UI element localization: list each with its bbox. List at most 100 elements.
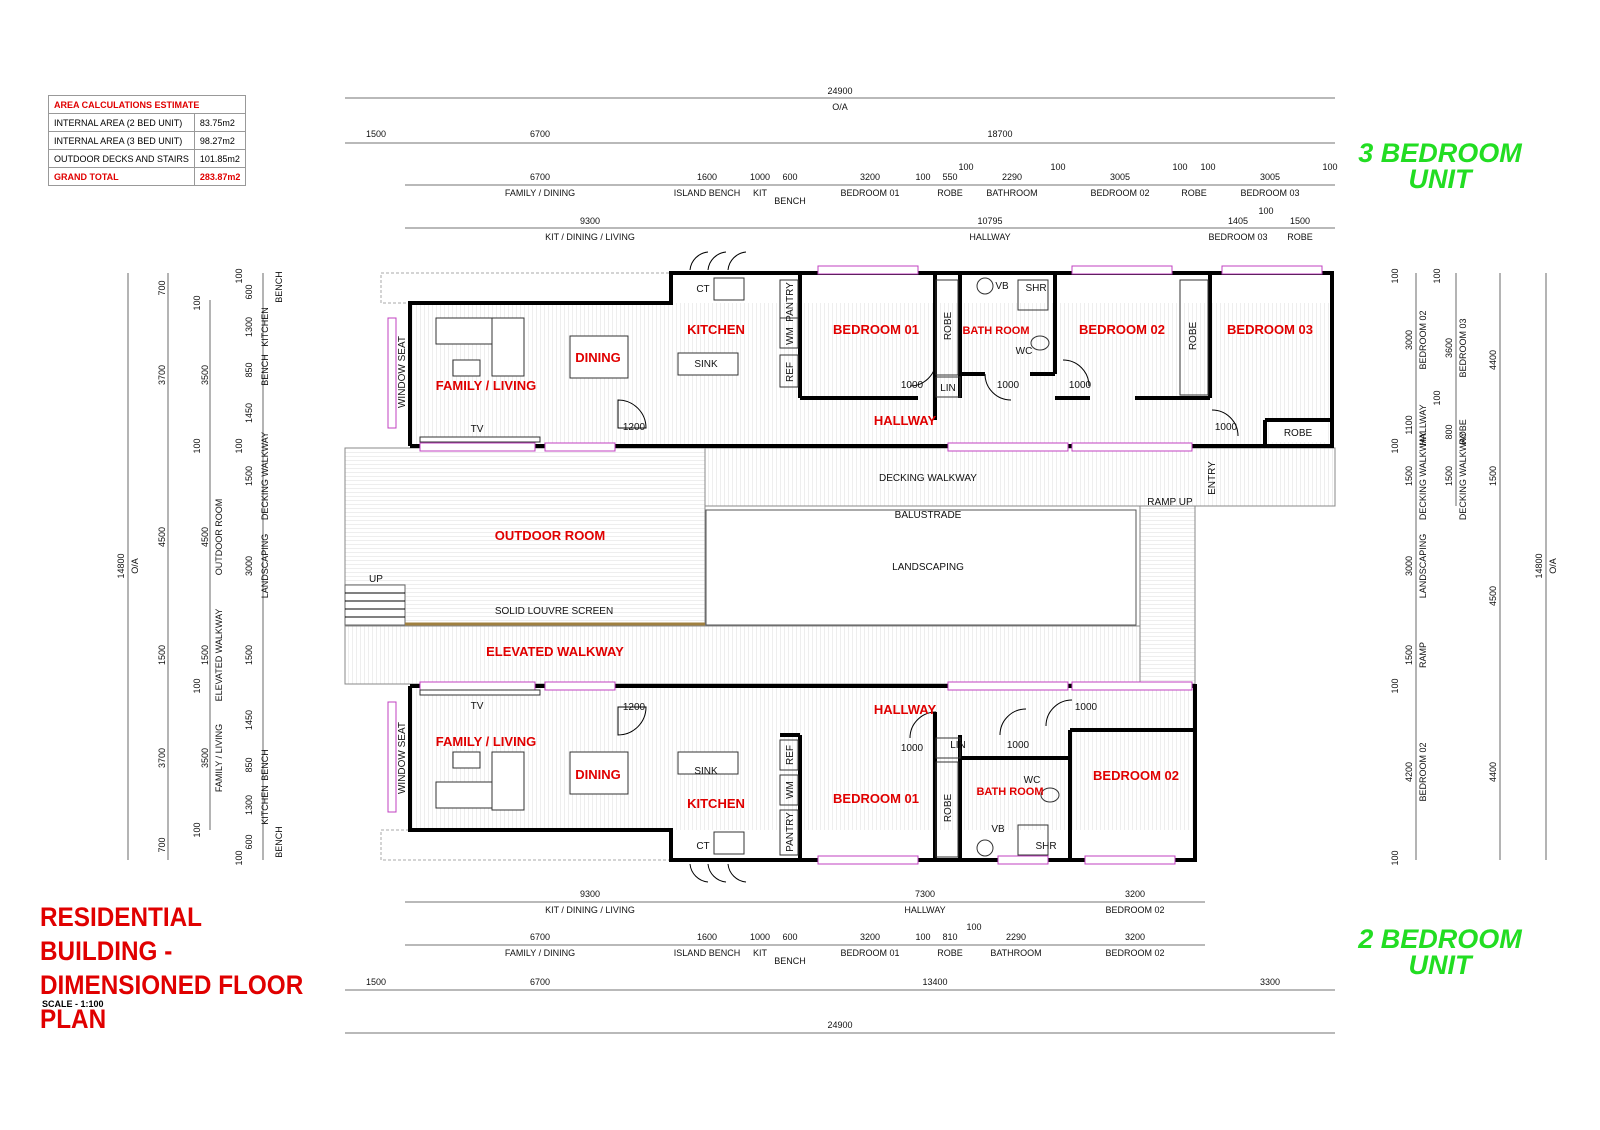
dim-bottom-row2: 100: [915, 932, 930, 942]
dim-left-col3: 600: [244, 834, 254, 849]
door-size-label: 1000: [997, 380, 1020, 391]
dim-bottom-row2: 1000: [750, 932, 770, 942]
label-robe-bedroom1-bottom: ROBE: [943, 794, 954, 823]
dim-right-col2: 800: [1444, 424, 1454, 439]
dim-row3-label: BEDROOM 01: [840, 188, 899, 198]
dim-right-col1: 1100: [1404, 415, 1414, 434]
dim-row4: 1405: [1228, 216, 1248, 226]
room-bathroom-bottom: BATH ROOM: [976, 786, 1043, 798]
dim-bottom-row1: 7300: [915, 889, 935, 899]
dim-left-col1: 3700: [157, 748, 167, 768]
dim-left-overall: 14800: [116, 553, 126, 578]
dim-right-col1: 4200: [1404, 762, 1414, 782]
dim-left-col3: 100: [234, 438, 244, 453]
dim-right-col2-label: DECKING WALKWAY: [1458, 432, 1468, 520]
door-size-label: 1000: [901, 380, 924, 391]
dim-bottom-row3: 3300: [1260, 977, 1280, 987]
dim-row3-label: ROBE: [1181, 188, 1207, 198]
dim-row3-label: ISLAND BENCH: [674, 188, 741, 198]
unit-label-2-bedroom: 2 BEDROOM UNIT: [1358, 924, 1522, 980]
room-hallway-top: HALLWAY: [874, 413, 937, 428]
dim-left-col3-label: KITCHEN: [260, 307, 270, 347]
label-wc-top: WC: [1016, 346, 1033, 357]
room-bathroom-top: BATH ROOM: [962, 325, 1029, 337]
room-outdoor-room: OUTDOOR ROOM: [495, 528, 606, 543]
dim-left-col3: 100: [234, 268, 244, 283]
label-robe-bedroom2-top: ROBE: [1188, 322, 1199, 351]
dim-right-col1: 100: [1390, 268, 1400, 283]
room-kitchen-top: KITCHEN: [687, 322, 745, 337]
dim-row2: 6700: [530, 129, 550, 139]
dim-right-overall: 14800: [1534, 553, 1544, 578]
dim-row3-label: BEDROOM 02: [1090, 188, 1149, 198]
dim-row4-label: KIT / DINING / LIVING: [545, 232, 635, 242]
dim-row4-label: ROBE: [1287, 232, 1313, 242]
dim-right-col1: 100: [1390, 850, 1400, 865]
label-cooktop-top: CT: [696, 284, 709, 295]
dim-left-col3: 1300: [244, 795, 254, 815]
label-entry: ENTRY: [1207, 461, 1218, 495]
drawing-title: RESIDENTIAL BUILDING - DIMENSIONED FLOOR…: [40, 902, 304, 1034]
dim-bottom-row2: 1600: [697, 932, 717, 942]
dim-row3-label: KIT: [753, 188, 768, 198]
dim-right-col1: 100: [1390, 438, 1400, 453]
dim-bottom-row2: 100: [966, 922, 981, 932]
dim-left-col2: 100: [192, 295, 202, 310]
top-unit: [380, 251, 1334, 452]
dim-right-col2: 100: [1432, 268, 1442, 283]
door-size-label: 1000: [901, 743, 924, 754]
dim-left-col1: 3700: [157, 365, 167, 385]
dim-left-col3: 1450: [244, 403, 254, 423]
label-pantry-bottom: PANTRY: [785, 812, 796, 852]
dim-overall-top-sub: O/A: [832, 102, 848, 112]
label-ref-bottom: REF: [785, 745, 796, 765]
dim-row3: 1000: [750, 172, 770, 182]
dim-right-col2: 3600: [1444, 338, 1454, 358]
label-landscaping: LANDSCAPING: [892, 562, 964, 573]
dim-left-col3-label: KITCHEN: [260, 785, 270, 825]
dim-right-col1-label: RAMP: [1418, 642, 1428, 668]
dim-right-col2-label: ROBE: [1458, 419, 1468, 445]
room-bedroom-02-bottom: BEDROOM 02: [1093, 768, 1179, 783]
door-size-label: 1000: [1075, 702, 1098, 713]
dim-row3: 100: [958, 162, 973, 172]
dim-left-col3: 3000: [244, 556, 254, 576]
dim-right-col3: 1500: [1488, 466, 1498, 486]
dim-row3: 1600: [697, 172, 717, 182]
dim-row2: 18700: [987, 129, 1012, 139]
door-size-label: 1000: [1069, 380, 1092, 391]
dim-row4-label: HALLWAY: [969, 232, 1010, 242]
right-dimensions: 100 3000 1100 100 1500 3000 1500 100 420…: [1390, 268, 1558, 865]
dim-row3: 100: [915, 172, 930, 182]
dim-right-col1: 3000: [1404, 556, 1414, 576]
door-size-label: 1000: [1007, 740, 1030, 751]
room-family-living-bottom: FAMILY / LIVING: [436, 734, 536, 749]
left-dimensions: 14800 O/A 700 3700 4500 1500 3700 700 10…: [116, 268, 284, 865]
dim-right-col2: 1500: [1444, 466, 1454, 486]
dim-bottom-row1-label: HALLWAY: [904, 905, 945, 915]
dim-row3-label: ROBE: [937, 188, 963, 198]
stairs: [344, 584, 406, 626]
dim-row4: 1500: [1290, 216, 1310, 226]
dim-row3-label: BENCH: [774, 196, 806, 206]
dim-row3: 100: [1200, 162, 1215, 172]
dim-left-col2: 100: [192, 678, 202, 693]
dim-right-col1: 1500: [1404, 466, 1414, 486]
label-cooktop-bottom: CT: [696, 841, 709, 852]
dim-right-col1-label: HALLWAY: [1418, 404, 1428, 445]
room-elevated-walkway: ELEVATED WALKWAY: [486, 644, 624, 659]
dim-right-col2-label: BEDROOM 03: [1458, 318, 1468, 377]
dim-row3: 3005: [1260, 172, 1280, 182]
room-bedroom-01-bottom: BEDROOM 01: [833, 791, 919, 806]
label-vb-top: VB: [995, 281, 1009, 292]
dim-left-col3: 600: [244, 284, 254, 299]
label-wm-top: WM: [785, 327, 796, 345]
dim-right-col3: 4400: [1488, 350, 1498, 370]
dim-bottom-row2-label: ROBE: [937, 948, 963, 958]
label-ramp-up: RAMP UP: [1147, 497, 1193, 508]
room-family-living-top: FAMILY / LIVING: [436, 378, 536, 393]
dim-right-col1: 1500: [1404, 645, 1414, 665]
bottom-dimensions: 9300 7300 3200 KIT / DINING / LIVING HAL…: [345, 889, 1335, 1034]
dim-bottom-row3: 1500: [366, 977, 386, 987]
dim-row3: 3005: [1110, 172, 1130, 182]
